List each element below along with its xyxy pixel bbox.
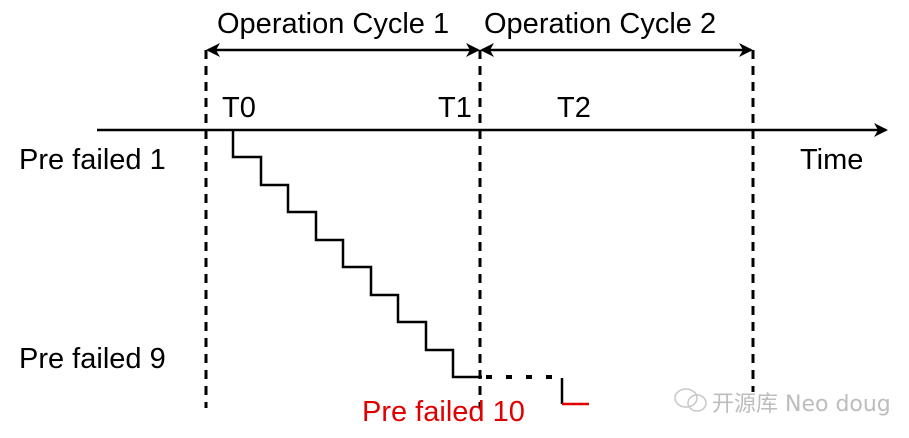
time-marker-t1: T1 (438, 92, 472, 124)
cycle-1-label: Operation Cycle 1 (217, 8, 450, 40)
level-pre-failed-1: Pre failed 1 (19, 144, 166, 176)
wechat-icon (674, 388, 707, 412)
time-axis-label: Time (800, 144, 864, 176)
pre-failed-staircase (231, 131, 482, 379)
cycle-2-label: Operation Cycle 2 (484, 8, 717, 40)
time-marker-t0: T0 (222, 92, 256, 124)
time-marker-t2: T2 (557, 92, 591, 124)
watermark-text: 开源库 Neo doug (712, 392, 891, 417)
level-pre-failed-10: Pre failed 10 (362, 396, 525, 428)
level-pre-failed-9: Pre failed 9 (19, 343, 166, 375)
watermark: 开源库 Neo doug (672, 386, 891, 418)
